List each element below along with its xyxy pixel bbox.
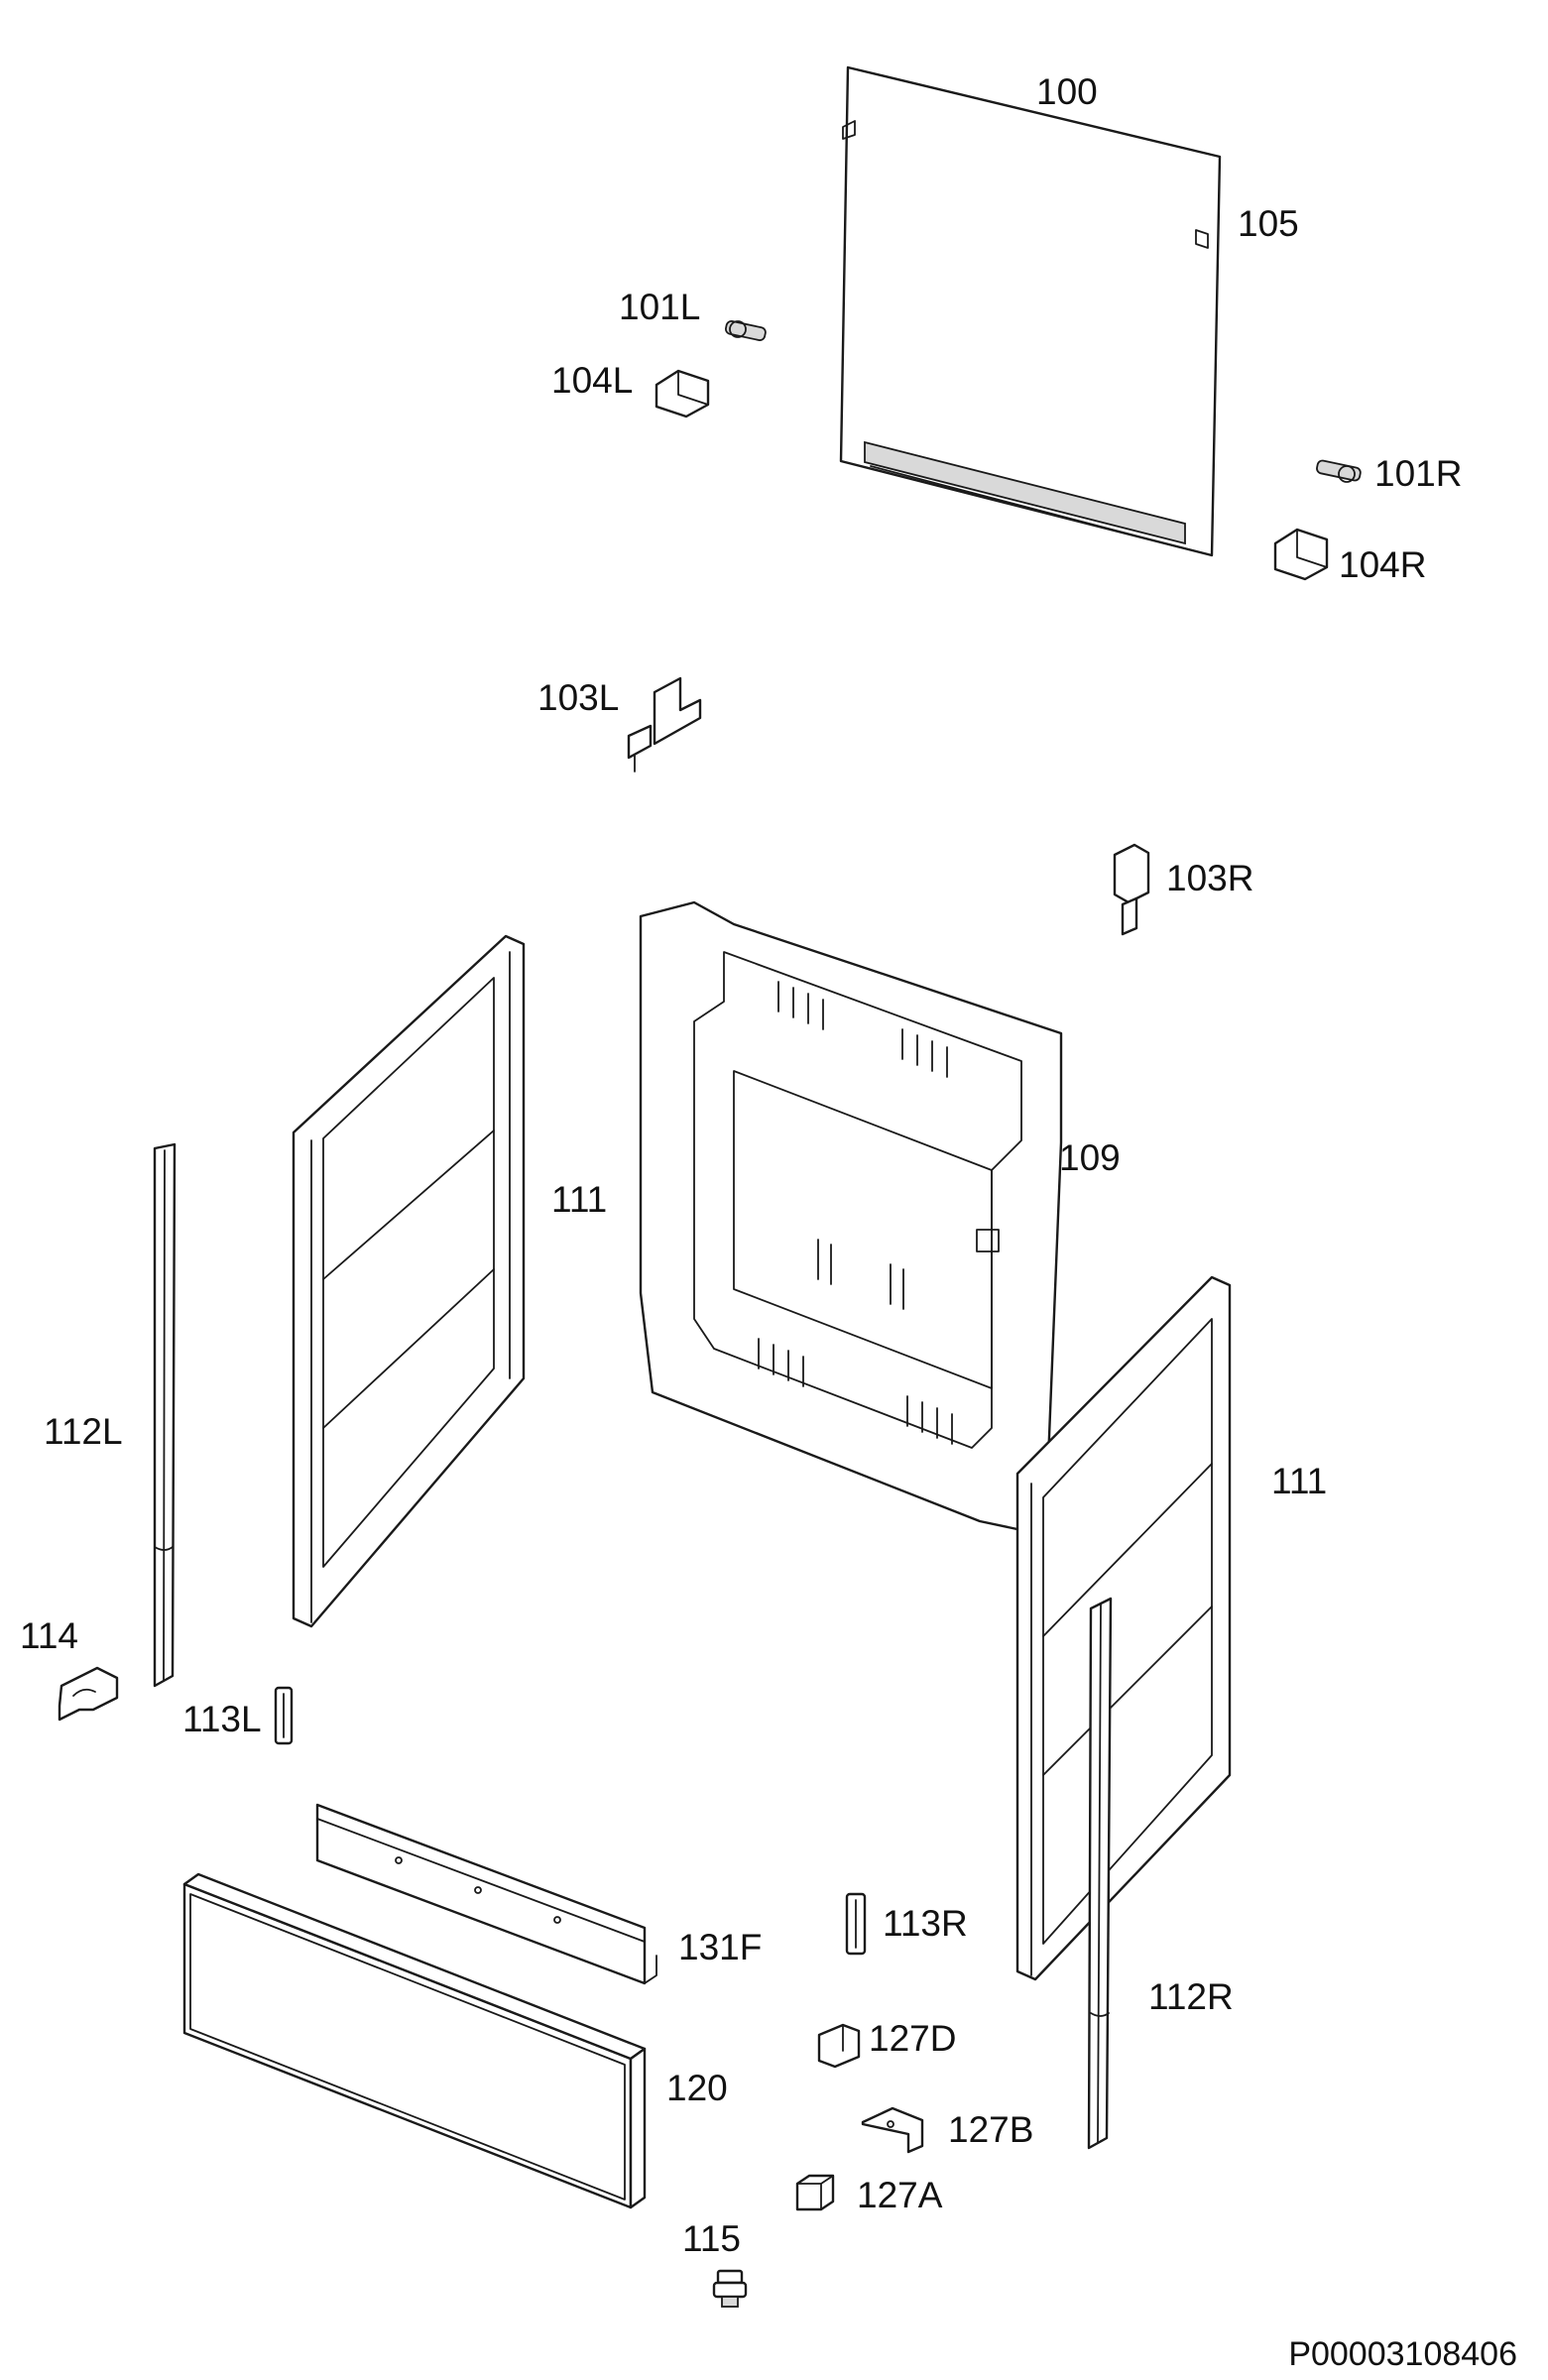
- part-127A-block: [795, 2174, 835, 2211]
- part-111-left-side-frame: [292, 934, 526, 1628]
- label-101L: 101L: [619, 287, 700, 327]
- part-114-clip: [58, 1666, 119, 1722]
- label-100: 100: [1036, 71, 1098, 112]
- label-104R: 104R: [1339, 544, 1426, 585]
- label-113L: 113L: [182, 1699, 262, 1739]
- label-131F: 131F: [678, 1927, 762, 1967]
- label-112L: 112L: [44, 1411, 123, 1452]
- label-104L: 104L: [551, 360, 633, 401]
- label-127A: 127A: [857, 2175, 943, 2215]
- part-104R-bracket: [1273, 528, 1329, 581]
- part-111-right-side-frame: [1015, 1275, 1232, 1981]
- label-111-left: 111: [551, 1179, 607, 1220]
- part-113R-latch: [845, 1892, 867, 1956]
- part-104L-bracket: [655, 369, 710, 418]
- label-114: 114: [20, 1615, 78, 1656]
- part-113L-latch: [274, 1686, 294, 1745]
- part-103R-hinge: [1113, 843, 1150, 936]
- label-103L: 103L: [537, 677, 619, 718]
- label-101R: 101R: [1374, 453, 1462, 494]
- part-100-glass-panel: [839, 65, 1222, 557]
- part-131F-support-rail: [315, 1803, 657, 1985]
- part-127B-bracket: [861, 2106, 924, 2154]
- label-112R: 112R: [1148, 1976, 1234, 2017]
- drawing-reference-number: P00003108406: [1288, 2335, 1517, 2373]
- part-120-front-panel: [182, 1872, 647, 2209]
- vent-slots-bottom: [758, 1338, 953, 1445]
- part-112R-trim-strip: [1087, 1597, 1113, 2150]
- label-109: 109: [1059, 1137, 1121, 1178]
- label-105: 105: [1238, 203, 1299, 244]
- label-127D: 127D: [869, 2018, 956, 2059]
- part-109-rear-panel: [639, 900, 1063, 1537]
- label-127B: 127B: [948, 2109, 1033, 2150]
- vent-slots-top: [777, 981, 948, 1078]
- label-111-right: 111: [1271, 1461, 1327, 1501]
- part-101L-pin: [725, 320, 767, 341]
- label-113R: 113R: [883, 1903, 968, 1944]
- part-115-foot: [712, 2269, 748, 2308]
- part-103L-hinge: [627, 676, 702, 773]
- label-115: 115: [682, 2218, 741, 2259]
- label-103R: 103R: [1166, 858, 1253, 898]
- part-127D-bracket: [817, 2023, 861, 2069]
- part-112L-trim-strip: [153, 1142, 177, 1688]
- vent-slots-middle: [817, 1239, 904, 1310]
- label-120: 120: [666, 2068, 728, 2108]
- part-101R-pin: [1316, 459, 1362, 483]
